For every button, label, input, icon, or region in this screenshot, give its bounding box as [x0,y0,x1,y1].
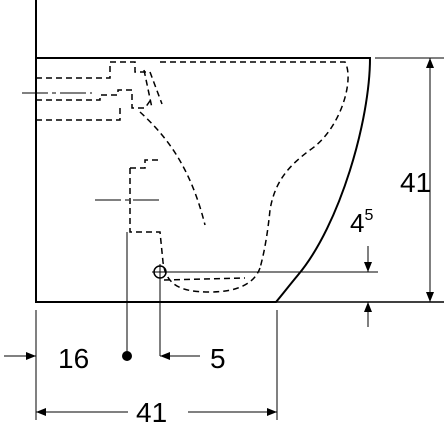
offset-left-label: 16 [58,343,89,374]
height-total-label: 41 [400,167,431,198]
offset-point [122,351,132,361]
height-total-dimension [375,57,444,302]
bowl-outline [35,57,372,303]
height-outlet-superscript: 5 [364,207,373,224]
offset-right-label: 5 [210,343,226,374]
extension-lines [35,232,278,420]
width-bottom-label: 41 [136,397,167,428]
height-outlet-label: 45 [350,207,373,238]
hidden-lines [36,61,349,293]
width-label-mask [128,394,188,424]
centerlines [22,92,160,201]
